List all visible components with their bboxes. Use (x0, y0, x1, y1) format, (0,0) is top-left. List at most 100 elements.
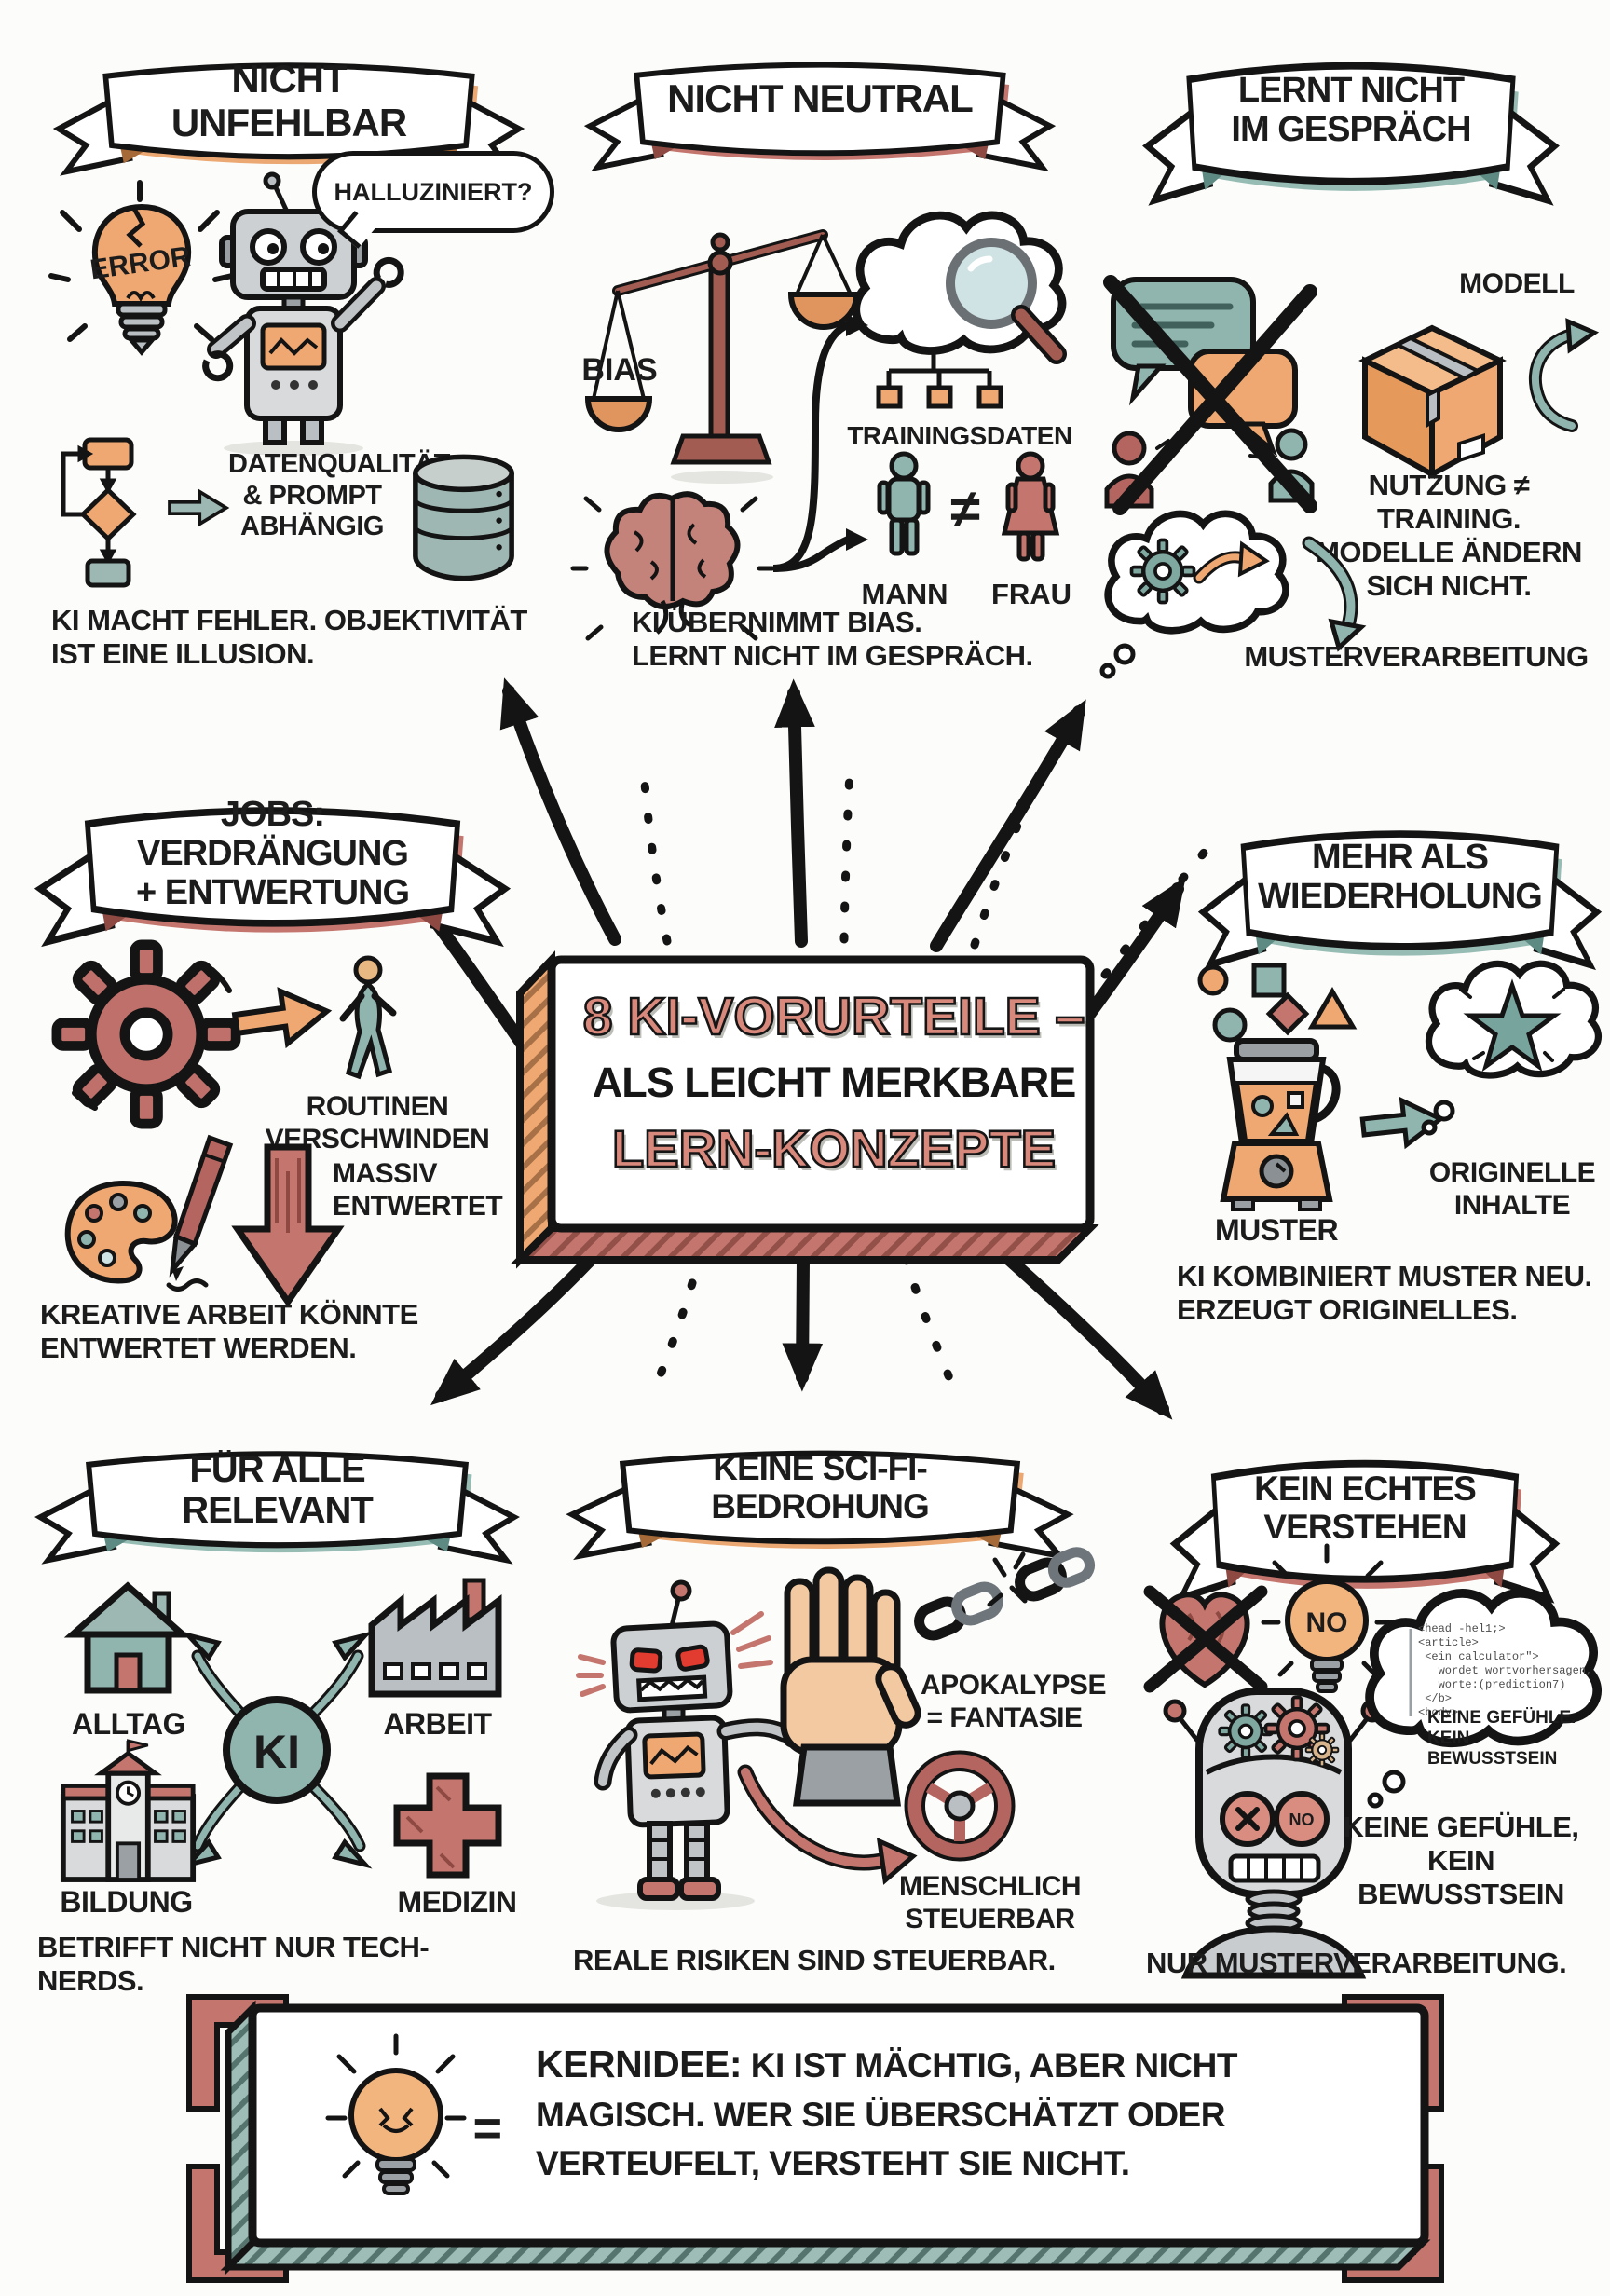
section-mehr-als: MEHR ALS WIEDERHOLUNG MUSTER (1141, 811, 1607, 1398)
banner-relevant-title: FÜR ALLE RELEVANT (182, 1448, 374, 1531)
kernidee-box: = KERNIDEE: KI IST MÄCHTIG, ABER NICHT M… (163, 1989, 1467, 2288)
halluziniert-text: HALLUZINIERT? (334, 177, 533, 206)
arrow-to-mehr (1082, 877, 1186, 1022)
steering-wheel-icon (904, 1750, 1016, 1862)
halluziniert-speech-bubble: HALLUZINIERT? (312, 151, 554, 249)
modell-label: MODELL (1459, 268, 1575, 299)
arrow-to-scifi (782, 1253, 824, 1392)
banner-nicht-unfehlbar-title: NICHT UNFEHLBAR (171, 57, 407, 144)
banner-verstehen-title: KEIN ECHTES VERSTEHEN (1254, 1469, 1477, 1547)
arrow-flow-to-note (168, 489, 228, 526)
banner-nicht-neutral: NICHT NEUTRAL (578, 47, 1062, 182)
center-title-line3: LERN-KONZEPTE (611, 1118, 1057, 1180)
arrow-to-neutral (774, 678, 815, 948)
alltag-label: ALLTAG (72, 1707, 186, 1741)
banner-scifi: KEINE SCI-FI-BEDROHUNG (559, 1435, 1081, 1570)
medizin-label: MEDIZIN (397, 1885, 517, 1919)
scales-icon: BIAS (581, 229, 860, 484)
arrow-to-unfehlbar (499, 677, 621, 946)
section-scifi: KEINE SCI-FI-BEDROHUNG (550, 1435, 1106, 2003)
verstehen-summary: NUR MUSTERVERARBEITUNG. (1146, 1947, 1567, 1979)
house-icon (63, 1581, 192, 1694)
bias-label: BIAS (581, 352, 657, 388)
banner-scifi-title: KEINE SCI-FI-BEDROHUNG (711, 1448, 930, 1525)
arrow-to-lernt-nicht (930, 699, 1086, 952)
originelle-label: ORIGINELLE INHALTE (1428, 1157, 1596, 1221)
kernidee-bulb-icon (325, 2033, 467, 2195)
down-arrow-icon (231, 1143, 345, 1308)
jobs-summary: KREATIVE ARBEIT KÖNNTE ENTWERTET WERDEN. (40, 1298, 418, 1364)
model-box-icon (1358, 324, 1507, 480)
recycle-arrow-icon (1528, 318, 1600, 432)
equals-sign: = (472, 2100, 502, 2156)
section-lernt-nicht: LERNT NICHT IM GESPRÄCH MODELL N (1095, 42, 1603, 694)
kernidee-body: KI IST MÄCHTIG, ABER NICHT MAGISCH. WER … (536, 2046, 1237, 2183)
kernidee-text: KERNIDEE: KI IST MÄCHTIG, ABER NICHT MAG… (536, 2038, 1393, 2188)
error-bulb-icon: ERROR (48, 180, 235, 356)
mehr-summary: KI KOMBINIERT MUSTER NEU. ERZEUGT ORIGIN… (1177, 1260, 1592, 1326)
center-title-line1: 8 KI-VORURTEILE – (581, 986, 1085, 1048)
falling-shapes-icon (1197, 963, 1358, 1043)
bildung-label: BILDUNG (60, 1885, 193, 1919)
center-title-line2: ALS LEICHT MERKBARE (592, 1059, 1076, 1106)
no-bulb-label: NO (1306, 1607, 1348, 1638)
mann-frau-icon: ≠ MANN FRAU (862, 451, 1071, 610)
banner-nicht-unfehlbar: NICHT UNFEHLBAR (47, 47, 531, 186)
factory-icon (368, 1578, 502, 1698)
muster-label: MUSTER (1214, 1213, 1339, 1247)
banner-mehr-als-title: MEHR ALS WIEDERHOLUNG (1258, 838, 1543, 917)
musterverarbeitung-label: MUSTERVERARBEITUNG (1244, 640, 1589, 673)
database-icon (413, 454, 514, 581)
ki-label: KI (253, 1726, 300, 1778)
pattern-thought-icon (1099, 503, 1295, 679)
datenqualitaet-note: DATENQUALITÄT & PROMPT ABHÄNGIG (228, 449, 450, 542)
brain-icon (570, 491, 775, 641)
gear-icon (56, 944, 238, 1126)
confused-robot-icon (202, 171, 404, 456)
broken-chain-icon (914, 1547, 1096, 1641)
nutzung-note: NUTZUNG ≠ TRAINING. MODELLE ÄNDERN SICH … (1316, 469, 1582, 602)
verstehen-label: KEINE GEFÜHLE, KEIN BEWUSSTSEIN (1343, 1811, 1579, 1910)
routinen-label: ROUTINEN VERSCHWINDEN (265, 1091, 490, 1155)
banner-jobs: JOBS: VERDRÄNGUNG + ENTWERTUNG (28, 787, 517, 960)
banner-verstehen: KEIN ECHTES VERSTEHEN (1165, 1440, 1565, 1617)
banner-nicht-neutral-title: NICHT NEUTRAL (667, 76, 974, 121)
section-jobs: JOBS: VERDRÄNGUNG + ENTWERTUNG ROUTINEN … (23, 787, 517, 1365)
trainingsdaten-label: TRAININGSDATEN (847, 421, 1072, 450)
arbeit-label: ARBEIT (383, 1707, 492, 1741)
menschlich-label: MENSCHLICH STEUERBAR (899, 1871, 1082, 1934)
unfehlbar-summary: KI MACHT FEHLER. OBJEKTIVITÄT IST EINE I… (51, 604, 527, 670)
banner-lernt-nicht: LERNT NICHT IM GESPRÄCH (1137, 42, 1565, 219)
blender-icon (1220, 1038, 1341, 1211)
code-cloud-text: KEINE GEFÜHLE. KEIN BEWUSSTSEIN (1427, 1708, 1576, 1769)
section-nicht-neutral: NICHT NEUTRAL BIAS TRAININGSDATEN (568, 47, 1090, 690)
arrow-to-muster (1302, 536, 1367, 652)
code-gibberish: <head -hel1;> <article> <ein calculator"… (1418, 1622, 1593, 1719)
code-thought-cloud (1353, 1575, 1609, 1809)
kernidee-lead: KERNIDEE: (536, 2043, 743, 2085)
scifi-summary: REALE RISIKEN SIND STEUERBAR. (573, 1944, 1056, 1976)
flowchart-icon (61, 437, 137, 588)
neutral-summary: KI ÜBERNIMMT BIAS. LERNT NICHT IM GESPRÄ… (632, 606, 1033, 672)
pattern-robot-head-icon: NO (1163, 1688, 1385, 1979)
no-heart-icon (1143, 1585, 1268, 1693)
pen-icon (166, 1134, 234, 1292)
banner-relevant: FÜR ALLE RELEVANT (28, 1435, 526, 1575)
ki-hub-icon: KI (181, 1631, 373, 1869)
apokalypse-label: APOKALYPSE = FANTASIE (921, 1670, 1106, 1733)
banner-lernt-nicht-title: LERNT NICHT IM GESPRÄCH (1231, 71, 1471, 150)
banner-jobs-title: JOBS: VERDRÄNGUNG + ENTWERTUNG (135, 795, 410, 913)
center-box: 8 KI-VORURTEILE – ALS LEICHT MERKBARE LE… (494, 932, 1113, 1305)
relevant-summary: BETRIFFT NICHT NUR TECH- NERDS. (37, 1931, 430, 1997)
banner-mehr-als: MEHR ALS WIEDERHOLUNG (1193, 811, 1607, 983)
frau-label: FRAU (991, 578, 1071, 610)
medical-cross-icon (393, 1772, 502, 1879)
no-chat-icon (1103, 275, 1317, 515)
arrow-to-verstehen (989, 1240, 1173, 1420)
no-eye-label: NO (1289, 1811, 1315, 1829)
walking-person-icon (339, 955, 397, 1080)
mann-label: MANN (862, 578, 948, 610)
trainingsdata-cloud-icon (840, 203, 1067, 409)
stop-hand-icon (780, 1566, 921, 1807)
section-relevant: FÜR ALLE RELEVANT ALLTAG ARBEIT KI (23, 1435, 531, 2008)
